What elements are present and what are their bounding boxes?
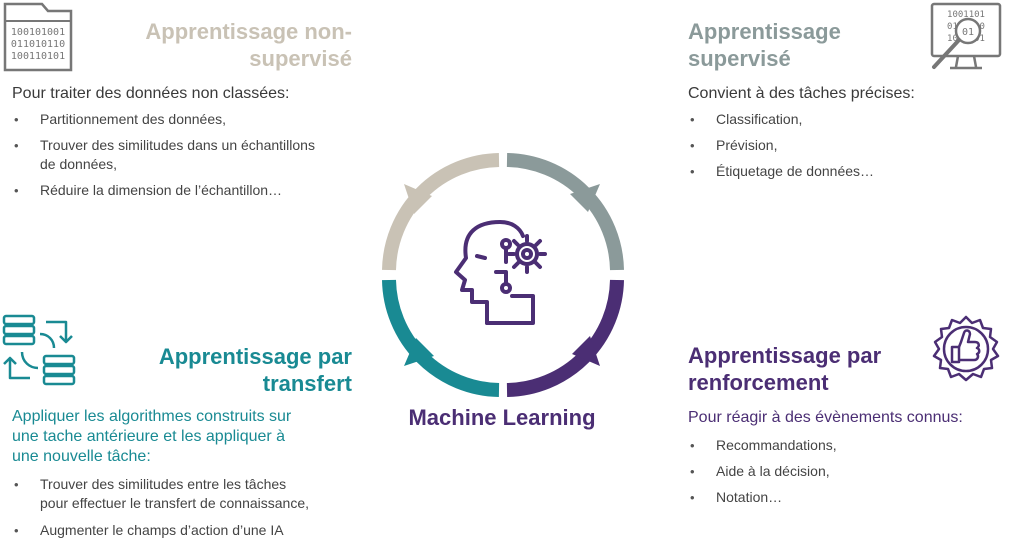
unsupervised-intro: Pour traiter des données non classées:	[12, 85, 290, 102]
unsupervised-block: Apprentissage non- supervisé Pour traite…	[12, 18, 352, 200]
list-item: Étiquetage de données…	[688, 162, 928, 181]
binary-monitor-magnifier-icon: 1001101 0110010 1011001 01	[930, 2, 1002, 70]
svg-text:100101001: 100101001	[11, 27, 65, 38]
unsupervised-title: Apprentissage non- supervisé	[145, 19, 352, 71]
center-title: Machine Learning	[408, 405, 596, 430]
cycle-arc-supervised	[506, 153, 624, 271]
list-item: Augmenter le champs d’action d’une IA	[12, 521, 352, 540]
list-item: Prévision,	[688, 136, 928, 155]
transfer-title: Apprentissage par transfert	[158, 344, 352, 396]
list-item: Classification,	[688, 110, 928, 129]
svg-text:011010110: 011010110	[11, 39, 65, 50]
transfer-intro: Appliquer les algorithmes construits sur…	[12, 408, 292, 465]
list-item: Trouver des similitudes entre les tâches…	[12, 475, 352, 513]
reinforcement-intro: Pour réagir à des évènements connus:	[688, 409, 963, 426]
unsupervised-list: Partitionnement des données, Trouver des…	[12, 110, 352, 200]
cycle-arc-unsupervised	[382, 153, 500, 271]
supervised-title: Apprentissage supervisé	[688, 19, 841, 71]
list-item: Recommandations,	[688, 436, 1008, 455]
svg-text:100110101: 100110101	[11, 51, 65, 62]
list-item: Notation…	[688, 488, 1008, 507]
thumbs-up-badge-icon	[932, 315, 1000, 382]
reinforcement-block: Apprentissage par renforcement Pour réag…	[688, 342, 1008, 507]
list-item: Réduire la dimension de l’échantillon…	[12, 181, 352, 200]
list-item: Trouver des similitudes dans un échantil…	[12, 136, 352, 174]
binary-folder-icon: 100101001 011010110 100110101	[3, 2, 73, 72]
reinforcement-title: Apprentissage par renforcement	[688, 343, 882, 395]
ai-head-gear-icon	[454, 220, 547, 325]
supervised-block: Apprentissage supervisé Convient à des t…	[688, 18, 928, 181]
transfer-block: Apprentissage par transfert Appliquer le…	[12, 343, 352, 540]
svg-text:1001101: 1001101	[947, 10, 985, 20]
cycle-arc-transfer	[382, 279, 500, 397]
supervised-intro: Convient à des tâches précises:	[688, 85, 915, 102]
transfer-list: Trouver des similitudes entre les tâches…	[12, 475, 352, 540]
data-transfer-icon	[2, 314, 76, 386]
cycle-arc-reinforcement	[506, 279, 624, 397]
list-item: Partitionnement des données,	[12, 110, 352, 129]
reinforcement-list: Recommandations, Aide à la décision, Not…	[688, 436, 1008, 507]
list-item: Aide à la décision,	[688, 462, 1008, 481]
supervised-list: Classification, Prévision, Étiquetage de…	[688, 110, 928, 181]
svg-text:01: 01	[962, 27, 974, 38]
